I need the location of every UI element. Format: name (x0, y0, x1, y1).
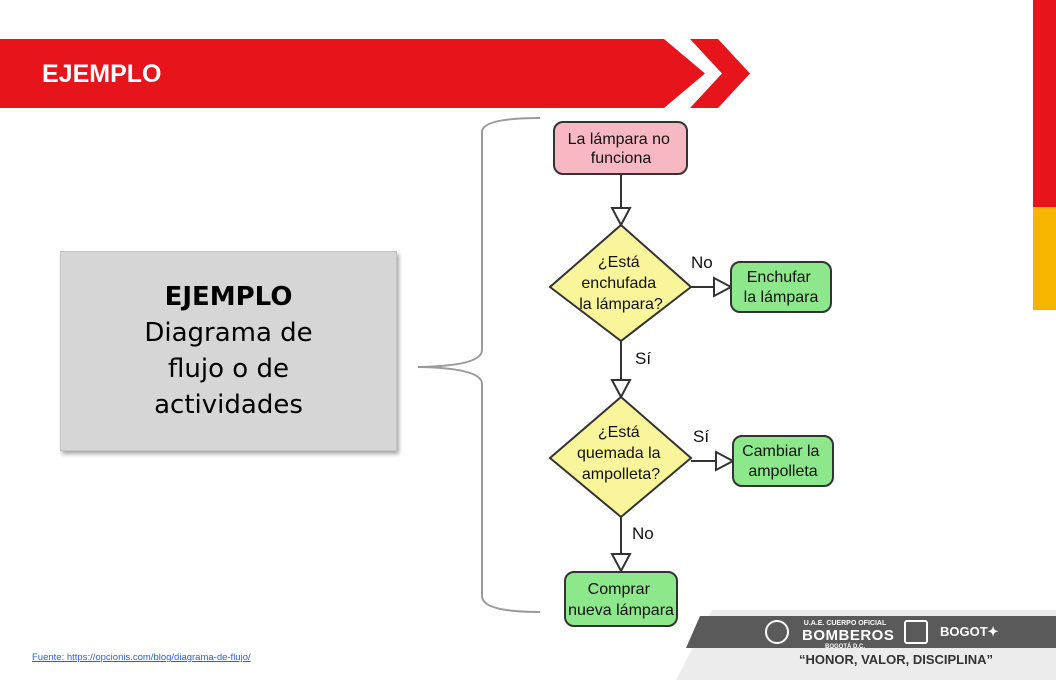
arrow-down-1-icon (610, 207, 632, 228)
decision-2-line-1: ¿Está (598, 424, 640, 441)
topic-line-3: actividades (154, 390, 303, 420)
end-node-line-1: Comprar (588, 581, 651, 598)
start-node (553, 121, 688, 175)
decision-2-line-2: quemada la (577, 445, 661, 462)
action-node-1 (730, 261, 832, 313)
bogota-logo: BOGOT✦ (940, 624, 999, 640)
start-node-line-2: funciona (591, 150, 652, 167)
motto: “HONOR, VALOR, DISCIPLINA” (798, 652, 994, 667)
topic-line-2: flujo o de (168, 354, 289, 384)
svg-text:Cambiar la ampolleta: Cambiar la ampolleta (742, 443, 824, 480)
topic-line-1: Diagrama de (144, 318, 313, 348)
action-2-line-1: Cambiar la (742, 443, 819, 460)
bomberos-logo: U.A.E. CUERPO OFICIAL BOMBEROS BOGOTÁ D.… (802, 619, 895, 651)
action-1-line-2: la lámpara (744, 289, 819, 306)
action-node-2 (732, 435, 834, 487)
decision-1-line-3: la lámpara? (579, 296, 663, 313)
decision-node-2 (548, 395, 693, 519)
svg-text:No Sí Sí No: No Sí Sí No (632, 253, 717, 543)
svg-text:¿Está quemada la ampol: ¿Está quemada la ampolleta? (577, 424, 665, 483)
decision-1-line-2: enchufada (581, 275, 656, 292)
arrow-right-1-icon (713, 276, 734, 298)
topic-heading: EJEMPLO (164, 282, 293, 312)
star-icon: ✦ (987, 624, 999, 639)
arrow-right-2-icon (715, 450, 736, 472)
alcaldia-shield-icon (904, 620, 928, 644)
action-1-line-1: Enchufar (747, 269, 812, 286)
arrow-down-3-icon (610, 553, 632, 574)
logo-bar (686, 616, 1056, 648)
bomberos-seal-icon (765, 620, 789, 644)
arrow-down-2-icon (610, 379, 632, 400)
edge-strip-red (1033, 0, 1056, 207)
label-d1-yes: Sí (635, 349, 651, 368)
label-d2-no: No (632, 524, 654, 543)
org-line-3: BOGOTÁ D.C. (825, 644, 865, 650)
org-name: BOMBEROS (802, 627, 895, 644)
curly-brace (417, 117, 541, 613)
svg-text:La lámpara no funciona: La lámpara no funciona (568, 131, 675, 167)
decision-1-line-1: ¿Está (598, 254, 640, 271)
svg-text:Comprar nueva lámpara: Comprar nueva lámpara (568, 581, 674, 619)
banner-title: EJEMPLO (42, 60, 162, 88)
topic-box: EJEMPLO Diagrama de flujo o de actividad… (60, 251, 397, 451)
edge-strip-yellow (1033, 207, 1056, 310)
decision-node-1 (548, 223, 693, 343)
svg-text:Enchufar la lámpara: Enchufar la lámpara (744, 269, 819, 306)
city-name: BOGOT (940, 624, 988, 639)
label-d2-yes: Sí (693, 427, 709, 446)
org-line-1: U.A.E. CUERPO OFICIAL (803, 620, 887, 627)
decision-2-line-3: ampolleta? (582, 466, 660, 483)
source-link[interactable]: Fuente: https://opcionis.com/blog/diagra… (32, 652, 251, 663)
end-node-line-2: nueva lámpara (568, 602, 674, 619)
end-node (564, 571, 678, 627)
action-2-line-2: ampolleta (748, 463, 817, 480)
start-node-line-1: La lámpara no (568, 131, 670, 148)
title-banner (0, 39, 705, 108)
svg-text:¿Está enchufada la lám: ¿Está enchufada la lámpara? (579, 254, 663, 313)
label-d1-no: No (691, 253, 713, 272)
